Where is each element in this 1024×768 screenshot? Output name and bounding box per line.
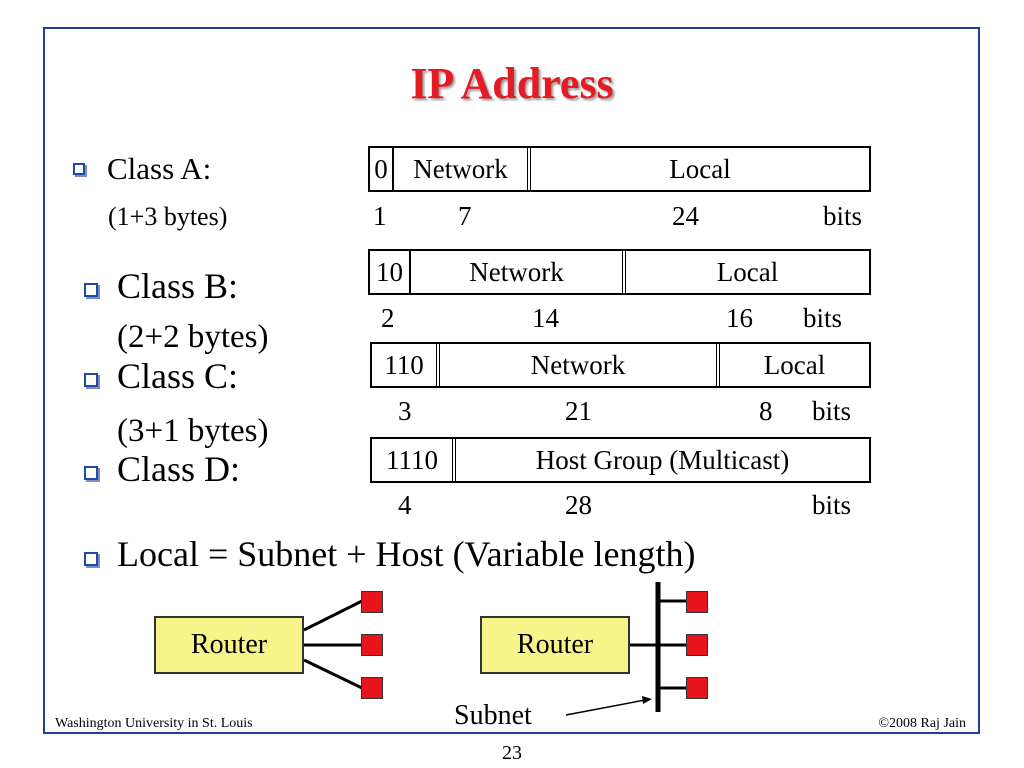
class-d-bits-unit: bits — [812, 490, 852, 520]
class-b-bits-unit: bits — [803, 303, 843, 333]
slide-frame — [43, 27, 980, 734]
bullet-icon — [84, 373, 98, 387]
router-box: Router — [154, 616, 304, 674]
class-c-bits-3: 8 — [759, 396, 773, 426]
router-box: Router — [480, 616, 630, 674]
bullet-icon — [84, 283, 98, 297]
class-b-local: Local — [716, 256, 779, 287]
class-a-label: Class A: — [107, 151, 212, 186]
host-node — [361, 591, 383, 613]
class-d-prefix: 1110 — [372, 439, 456, 481]
slide-title: IP Address — [410, 59, 614, 108]
router-label: Router — [516, 629, 594, 660]
footer-left: Washington University in St. Louis — [55, 716, 253, 731]
class-d-bits-2: 28 — [565, 490, 592, 520]
class-b-bytes: (2+2 bytes) — [117, 319, 269, 355]
class-b-bits-2: 14 — [532, 303, 559, 333]
footer-right: ©2008 Raj Jain — [878, 716, 966, 731]
class-a-bytes: (1+3 bytes) — [108, 202, 228, 231]
class-c-local: Local — [763, 349, 826, 380]
class-a-network: Network — [394, 148, 531, 190]
class-b-network: Network — [411, 251, 626, 293]
class-c-prefix: 110 — [372, 344, 440, 386]
host-node — [686, 591, 708, 613]
host-node — [361, 634, 383, 656]
host-node — [686, 634, 708, 656]
class-b-prefix: 10 — [370, 251, 411, 293]
class-d-label: Class D: — [117, 449, 241, 489]
class-a-local: Local — [669, 153, 731, 184]
host-node — [686, 677, 708, 699]
class-a-bits-3: 24 — [672, 201, 699, 231]
class-c-label: Class C: — [117, 356, 239, 396]
local-note: Local = Subnet + Host (Variable length) — [117, 534, 696, 574]
bullet-icon — [73, 163, 85, 175]
class-a-bits-1: 1 — [373, 201, 387, 231]
class-c-bytes: (3+1 bytes) — [117, 413, 269, 449]
class-d-bits-1: 4 — [398, 490, 412, 520]
class-c-network: Network — [440, 344, 720, 386]
class-d-bitfield: 1110 Host Group (Multicast) — [370, 437, 871, 483]
class-a-bits-2: 7 — [458, 201, 472, 231]
class-c-bits-2: 21 — [565, 396, 592, 426]
class-b-bits-1: 2 — [381, 303, 395, 333]
class-c-bits-1: 3 — [398, 396, 412, 426]
class-a-bits-unit: bits — [823, 201, 863, 231]
class-c-bitfield: 110 Network Local — [370, 342, 871, 388]
bullet-icon — [84, 466, 98, 480]
class-b-bits-3: 16 — [726, 303, 753, 333]
page-number: 23 — [502, 742, 522, 764]
host-node — [361, 677, 383, 699]
class-a-bitfield: 0 Network Local — [368, 146, 871, 192]
class-b-bitfield: 10 Network Local — [368, 249, 871, 295]
subnet-label: Subnet — [454, 700, 532, 731]
class-c-bits-unit: bits — [812, 396, 852, 426]
class-d-multicast: Host Group (Multicast) — [535, 444, 790, 475]
class-b-label: Class B: — [117, 266, 239, 306]
router-label: Router — [190, 629, 268, 660]
bullet-icon — [84, 552, 98, 566]
class-a-prefix: 0 — [370, 148, 394, 190]
